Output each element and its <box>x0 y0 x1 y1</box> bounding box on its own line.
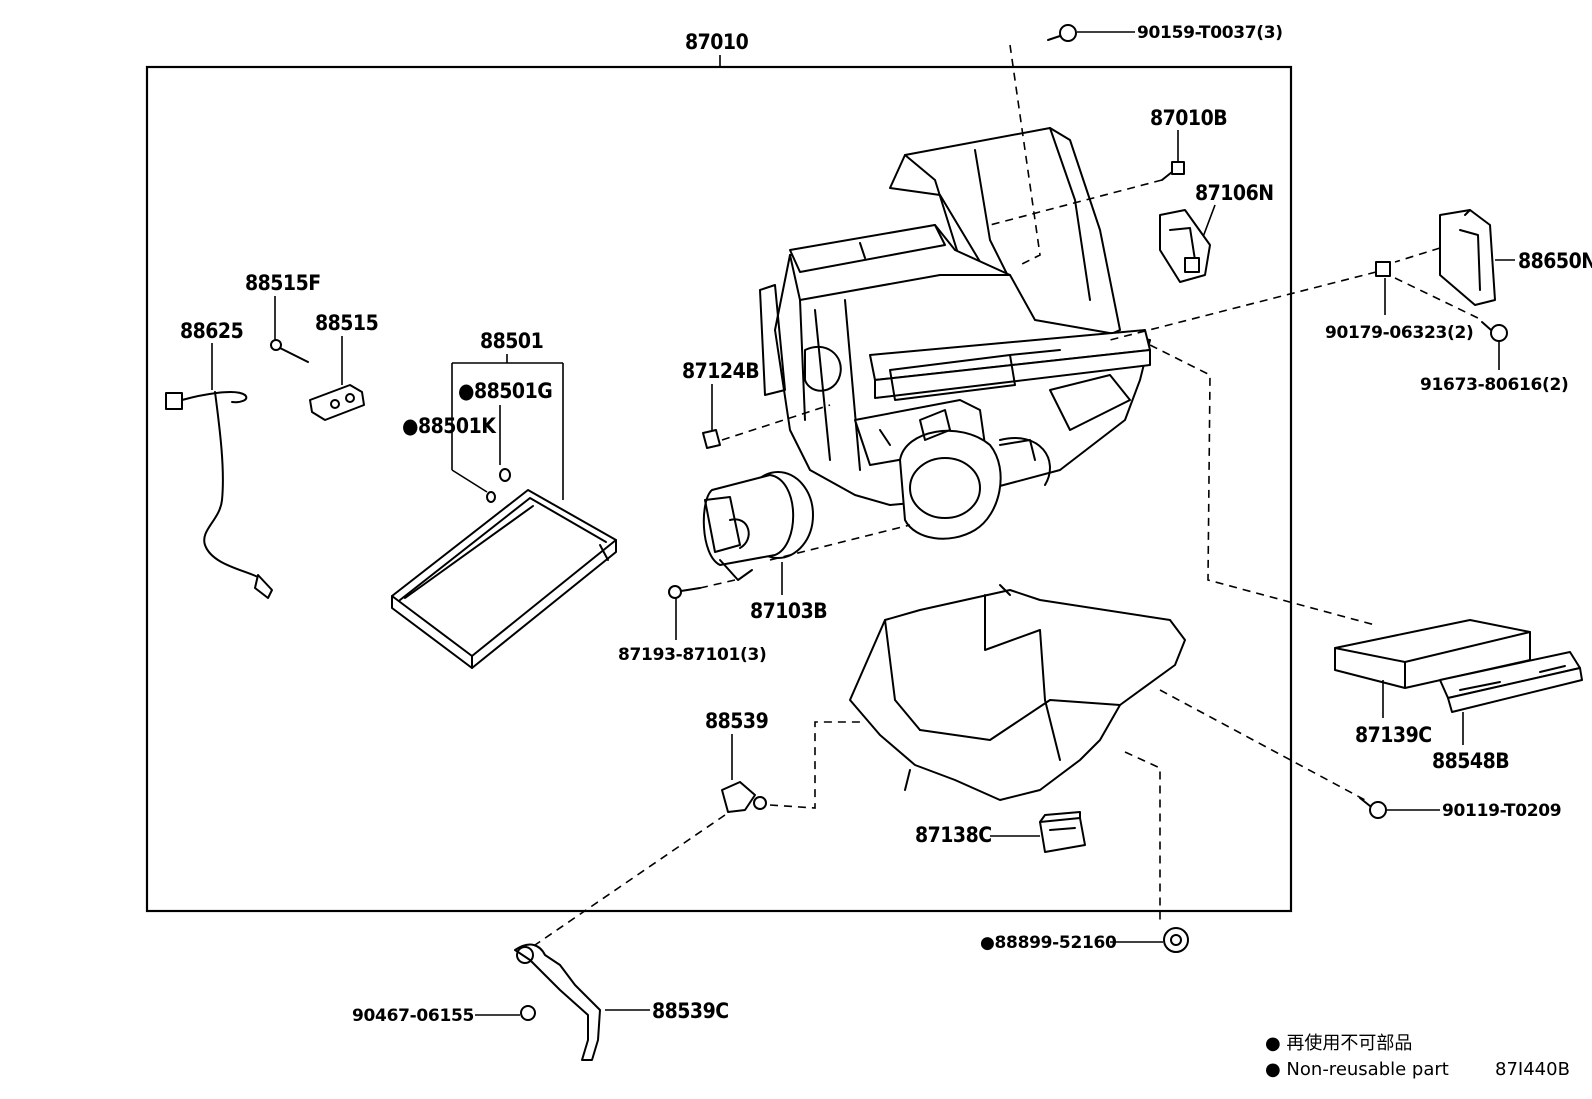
heater-case-illustration <box>759 127 1151 540</box>
screw-icon <box>1481 321 1508 342</box>
cabin-filter-icon <box>1334 619 1531 689</box>
label-91673-80616: 91673-80616(2) <box>1420 375 1569 395</box>
legend-non-reusable-jp: ● 再使用不可部品 <box>1265 1033 1412 1054</box>
label-88539: 88539 <box>705 709 768 733</box>
label-88899-52160: ●88899-52160 <box>980 933 1117 953</box>
label-87103B: 87103B <box>750 599 827 623</box>
label-88515F: 88515F <box>245 271 321 295</box>
label-88539C: 88539C <box>652 999 729 1023</box>
label-87139C: 87139C <box>1355 723 1432 747</box>
screw-icon <box>1359 797 1387 819</box>
thermistor-wire-icon <box>165 391 273 599</box>
assembly-frame <box>145 55 1293 913</box>
drain-hose-icon <box>514 943 601 1061</box>
label-90119-T0209: 90119-T0209 <box>1442 801 1561 821</box>
clip-icon <box>1375 261 1391 277</box>
label-87193-87101: 87193-87101(3) <box>618 645 767 665</box>
label-88625: 88625 <box>180 319 243 343</box>
drain-clip-icon <box>721 781 767 813</box>
blower-motor-icon <box>702 471 814 581</box>
servo-motor-icon <box>1039 811 1086 853</box>
label-88548B: 88548B <box>1432 749 1509 773</box>
clamp-icon <box>520 1005 536 1021</box>
ac-amplifier-icon <box>1439 209 1496 306</box>
label-88501K: ●88501K <box>402 414 497 438</box>
label-88650N: 88650N <box>1518 249 1592 273</box>
bolt-icon <box>1161 161 1185 181</box>
servo-motor-icon <box>1159 209 1211 283</box>
label-90467-06155: 90467-06155 <box>352 1006 474 1026</box>
label-90179-06323: 90179-06323(2) <box>1325 323 1474 343</box>
o-ring-icon <box>486 468 511 503</box>
grommet-icon <box>1163 927 1189 953</box>
assembly-label: 87010 <box>685 30 749 54</box>
filter-cover-icon <box>1439 651 1583 713</box>
label-88515: 88515 <box>315 311 378 335</box>
bolt-icon <box>270 339 309 363</box>
label-88501G: ●88501G <box>458 379 552 403</box>
screw-icon <box>668 585 701 599</box>
label-87010B: 87010B <box>1150 106 1227 130</box>
lower-case-icon <box>849 584 1186 801</box>
figure-code: 87I440B <box>1495 1059 1570 1080</box>
label-90159-T0037: 90159-T0037(3) <box>1137 23 1283 43</box>
label-87138C: 87138C <box>915 823 992 847</box>
evaporator-icon <box>391 489 617 669</box>
label-87106N: 87106N <box>1195 181 1274 205</box>
screw-icon <box>1047 24 1077 42</box>
expansion-valve-icon <box>309 384 365 421</box>
label-87124B: 87124B <box>682 359 759 383</box>
label-88501: 88501 <box>480 329 543 353</box>
legend-non-reusable-en: ● Non-reusable part <box>1265 1059 1449 1080</box>
clip-icon <box>702 429 721 449</box>
